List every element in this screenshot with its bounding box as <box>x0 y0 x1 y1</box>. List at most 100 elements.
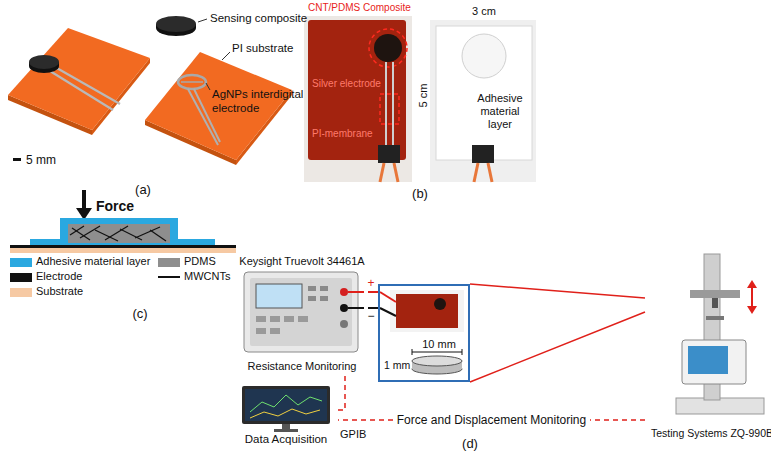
cross-section-part <box>150 230 166 241</box>
instrument-name: Keysight Truevolt 34461A <box>239 255 364 268</box>
legend-text: Substrate <box>36 285 83 298</box>
panel-letter: (c) <box>132 306 147 322</box>
sample-picture <box>380 290 464 374</box>
multimeter-picture-part <box>250 278 352 346</box>
wire-connector <box>368 307 378 309</box>
leader-line <box>198 19 230 90</box>
legend-line-sample <box>158 276 180 278</box>
scale-label: 5 mm <box>26 153 56 167</box>
scale-bar-part <box>13 158 21 161</box>
sensor-exploded-render-part <box>156 16 196 32</box>
dimension-label: 1 mm <box>384 359 410 372</box>
force-label: Force <box>96 198 134 215</box>
sensor-left-render-part <box>8 28 150 130</box>
testing-machine-picture-part <box>712 298 718 308</box>
cross-section-part <box>30 218 215 245</box>
sensor-photo-part <box>385 62 387 146</box>
dashed-signal-line <box>338 376 345 410</box>
panel-letter: (d) <box>462 436 478 451</box>
sample-picture-part <box>390 290 464 332</box>
connector-label: + <box>367 276 374 290</box>
leader-line-part <box>206 83 210 90</box>
sensor-photo <box>304 16 412 182</box>
sensor-back-photo-part <box>430 20 536 182</box>
multimeter-picture-part <box>284 316 294 322</box>
multimeter-picture-part <box>298 316 308 322</box>
testing-machine-picture-part <box>706 316 724 320</box>
sensor-photo-part <box>378 145 400 163</box>
legend-text: Electrode <box>36 270 82 283</box>
computer-picture-part <box>245 389 327 421</box>
sensor-back-photo-part <box>488 163 492 182</box>
wire-connector <box>470 284 645 382</box>
photo-annotation: Adhesive material layer <box>472 92 528 132</box>
sensor-photo-part <box>374 34 402 62</box>
leader-line-part <box>222 52 230 60</box>
computer-picture <box>242 386 330 432</box>
testing-machine-node: Testing Systems ZQ-990B <box>645 250 771 446</box>
testing-machine-picture-part <box>688 346 728 374</box>
multimeter-picture-part <box>256 284 302 308</box>
multimeter-picture-part <box>340 320 348 328</box>
cross-section <box>10 218 236 253</box>
legend-swatch <box>10 258 32 267</box>
sensor-back-photo-part <box>474 163 478 182</box>
multimeter-picture-part <box>270 328 280 334</box>
legend-swatch <box>158 258 180 267</box>
sensor-left-render-part <box>29 55 59 69</box>
cross-section-part <box>80 226 100 238</box>
legend-text: MWCNTs <box>184 270 230 283</box>
photo-annotation: Silver electrode <box>312 78 381 90</box>
multimeter-picture-part <box>244 272 358 352</box>
sample-picture-part <box>380 308 396 316</box>
legend-text: PDMS <box>184 255 216 268</box>
sensor-left-render-part <box>55 67 120 104</box>
multimeter-picture-part <box>340 288 348 296</box>
leader-line-part <box>198 19 207 22</box>
computer-picture-part <box>250 409 320 418</box>
photo-annotation: PI-membrane <box>312 128 373 140</box>
multimeter-picture-part <box>348 291 364 293</box>
photo-annotation: CNT/PDMS Composite <box>308 2 411 14</box>
sample-picture-part <box>380 292 396 302</box>
cross-section-part <box>68 224 170 243</box>
testing-machine-picture-part <box>751 286 753 308</box>
sensor-photo-part <box>369 29 407 67</box>
sensor-back-photo-part <box>436 26 532 160</box>
cross-section-part <box>10 248 236 253</box>
panel-letter: (b) <box>412 186 428 202</box>
wire-connector <box>368 291 378 293</box>
multimeter-picture-part <box>320 286 328 291</box>
panel-letter: (a) <box>135 182 151 198</box>
legend-swatch <box>10 273 32 282</box>
multimeter-picture-part <box>308 296 316 301</box>
sample-picture-part <box>434 298 446 310</box>
multimeter-picture-part <box>348 307 364 309</box>
sample-zoom-box: 10 mm1 mm <box>378 284 470 382</box>
part-label: Sensing composite <box>210 12 307 26</box>
sensor-back-photo <box>430 20 536 182</box>
part-label: PI substrate <box>232 42 293 56</box>
testing-machine-picture-part <box>690 290 740 298</box>
dimension-label: 5 cm <box>417 84 430 108</box>
force-arrow <box>76 190 92 220</box>
sensor-back-photo-part <box>472 145 494 163</box>
connector-label: Force and Displacement Monitoring <box>393 413 590 427</box>
cross-section-part <box>10 245 236 248</box>
multimeter-picture <box>244 272 364 352</box>
instrument-caption: Resistance Monitoring <box>248 360 357 373</box>
cross-section-part <box>120 229 142 240</box>
computer-picture-part <box>274 429 298 432</box>
multimeter-picture-part <box>256 328 266 334</box>
legend-swatch <box>10 288 32 297</box>
scale-bar <box>13 158 21 161</box>
connector-label: GPIB <box>340 428 366 441</box>
computer-node: Data Acquisition <box>228 384 338 450</box>
multimeter-picture-part <box>256 316 266 322</box>
multimeter-picture-part <box>308 286 316 291</box>
cross-section-part <box>135 227 160 238</box>
testing-machine-picture-part <box>747 280 757 288</box>
